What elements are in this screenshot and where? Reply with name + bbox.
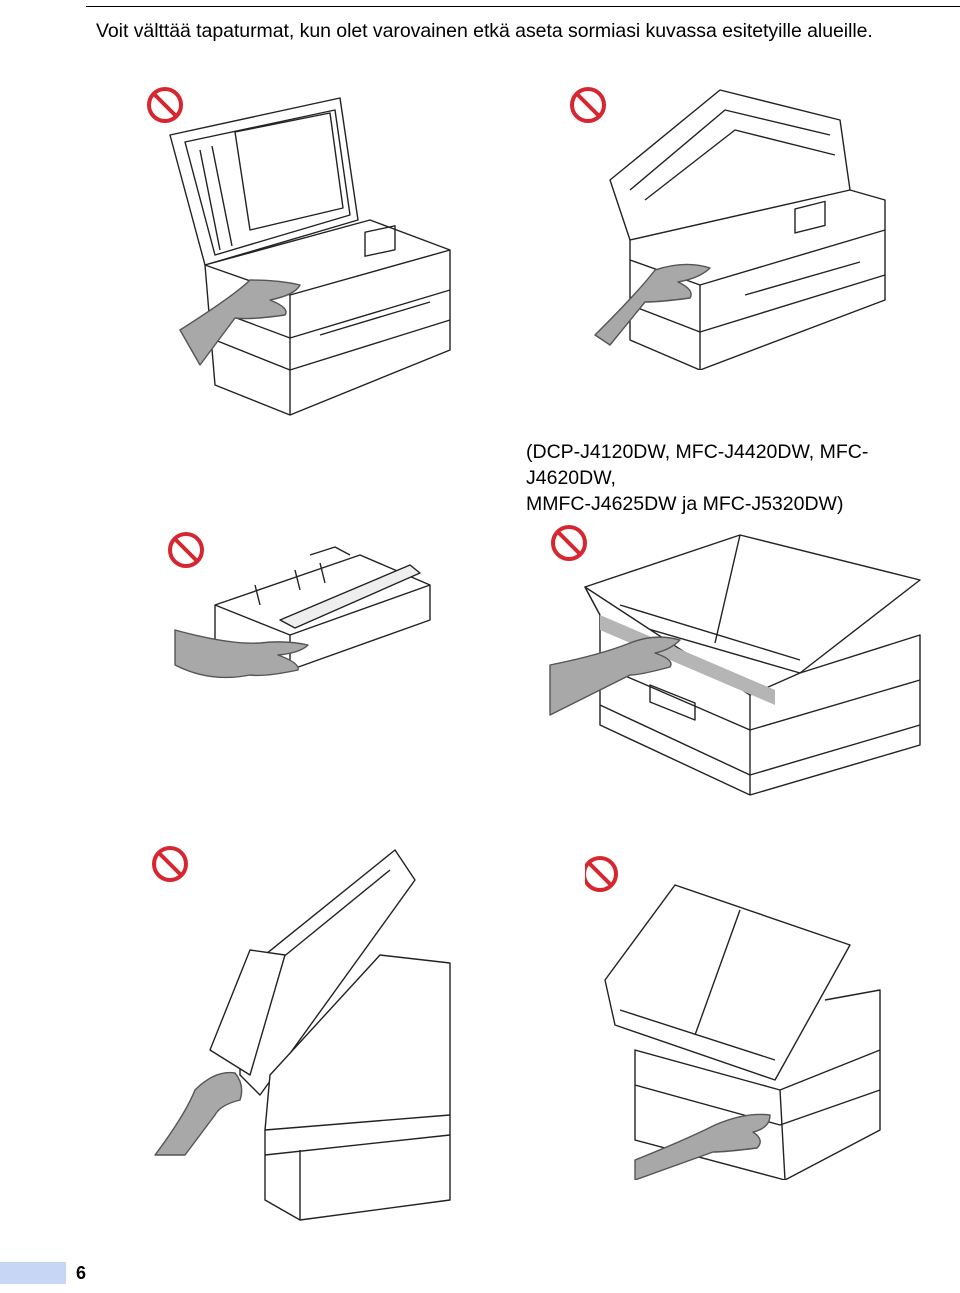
- no-entry-icon: [152, 846, 188, 882]
- illustration-scanner-cover-side: [585, 850, 885, 1180]
- models-note-line1: (DCP-J4120DW, MFC-J4420DW, MFC-J4620DW,: [526, 441, 869, 489]
- illustration-scanner-lid-side: [140, 845, 460, 1225]
- intro-text: Voit välttää tapaturmat, kun olet varova…: [96, 20, 873, 42]
- no-entry-icon: [585, 856, 618, 892]
- illustration-printer-front-lid: [540, 525, 935, 810]
- models-note: (DCP-J4120DW, MFC-J4420DW, MFC-J4620DW, …: [526, 439, 956, 517]
- no-entry-icon: [570, 87, 606, 123]
- no-entry-icon: [168, 532, 204, 568]
- illustration-scanner-cover-raised: [550, 80, 895, 370]
- header-rule: [86, 6, 960, 7]
- models-note-line2: MMFC-J4625DW ja MFC-J5320DW): [526, 493, 844, 515]
- illustration-paper-tray: [160, 525, 450, 695]
- footer-bar: [0, 1262, 66, 1284]
- no-entry-icon: [147, 87, 183, 123]
- no-entry-icon: [551, 525, 587, 561]
- illustration-scanner-lid-open: [140, 80, 470, 425]
- page-number: 6: [76, 1263, 87, 1283]
